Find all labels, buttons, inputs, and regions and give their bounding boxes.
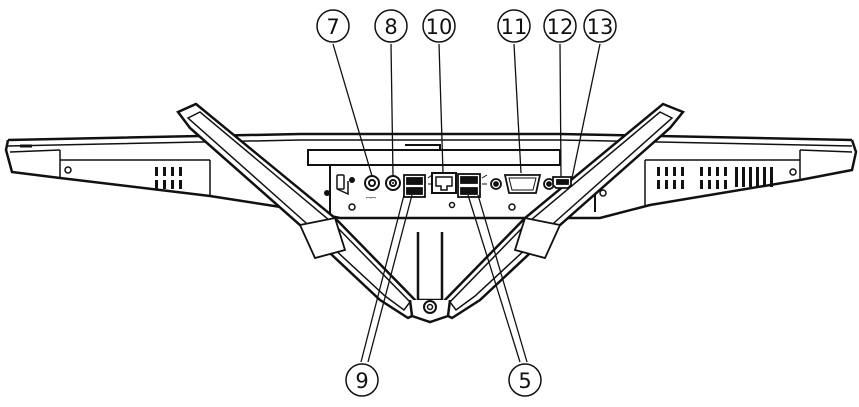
callout-13: 13: [583, 9, 617, 43]
vent-left: [155, 167, 182, 189]
port-5-usb-pair: [457, 173, 488, 198]
screw-hole-icon: [324, 190, 330, 196]
stand: [176, 102, 686, 324]
kensington-lock-icon: [336, 174, 349, 196]
callout-5-label: 5: [518, 369, 531, 393]
callout-10: 10: [422, 9, 456, 43]
vent-right: [657, 167, 773, 189]
svg-text:ꟷꟷ: ꟷꟷ: [366, 195, 376, 202]
callout-5: 5: [508, 363, 542, 397]
callout-13-label: 13: [587, 15, 614, 39]
port-7-audio-jack: ꟷꟷ: [364, 175, 380, 202]
callout-9: 9: [345, 363, 379, 397]
callout-11: 11: [497, 9, 531, 43]
callout-11-label: 11: [501, 15, 528, 39]
callout-8-label: 8: [384, 15, 397, 39]
callout-10-label: 10: [426, 15, 453, 39]
callout-12: 12: [543, 9, 577, 43]
port-8-dc-in: [385, 175, 401, 191]
callout-9-label: 9: [355, 369, 368, 393]
monitor-body: [4, 132, 858, 220]
callout-12-label: 12: [547, 15, 574, 39]
port-12-hdmi: [552, 176, 572, 189]
leader-lines: [332, 43, 601, 363]
port-10-lan: [431, 172, 457, 194]
callout-8: 8: [374, 9, 408, 43]
callout-7-label: 7: [326, 15, 339, 39]
callout-7: 7: [316, 9, 350, 43]
screw-hole-icon: [349, 177, 355, 183]
port-11-vga: [490, 174, 555, 194]
port-9-usb-pair: [403, 174, 433, 198]
